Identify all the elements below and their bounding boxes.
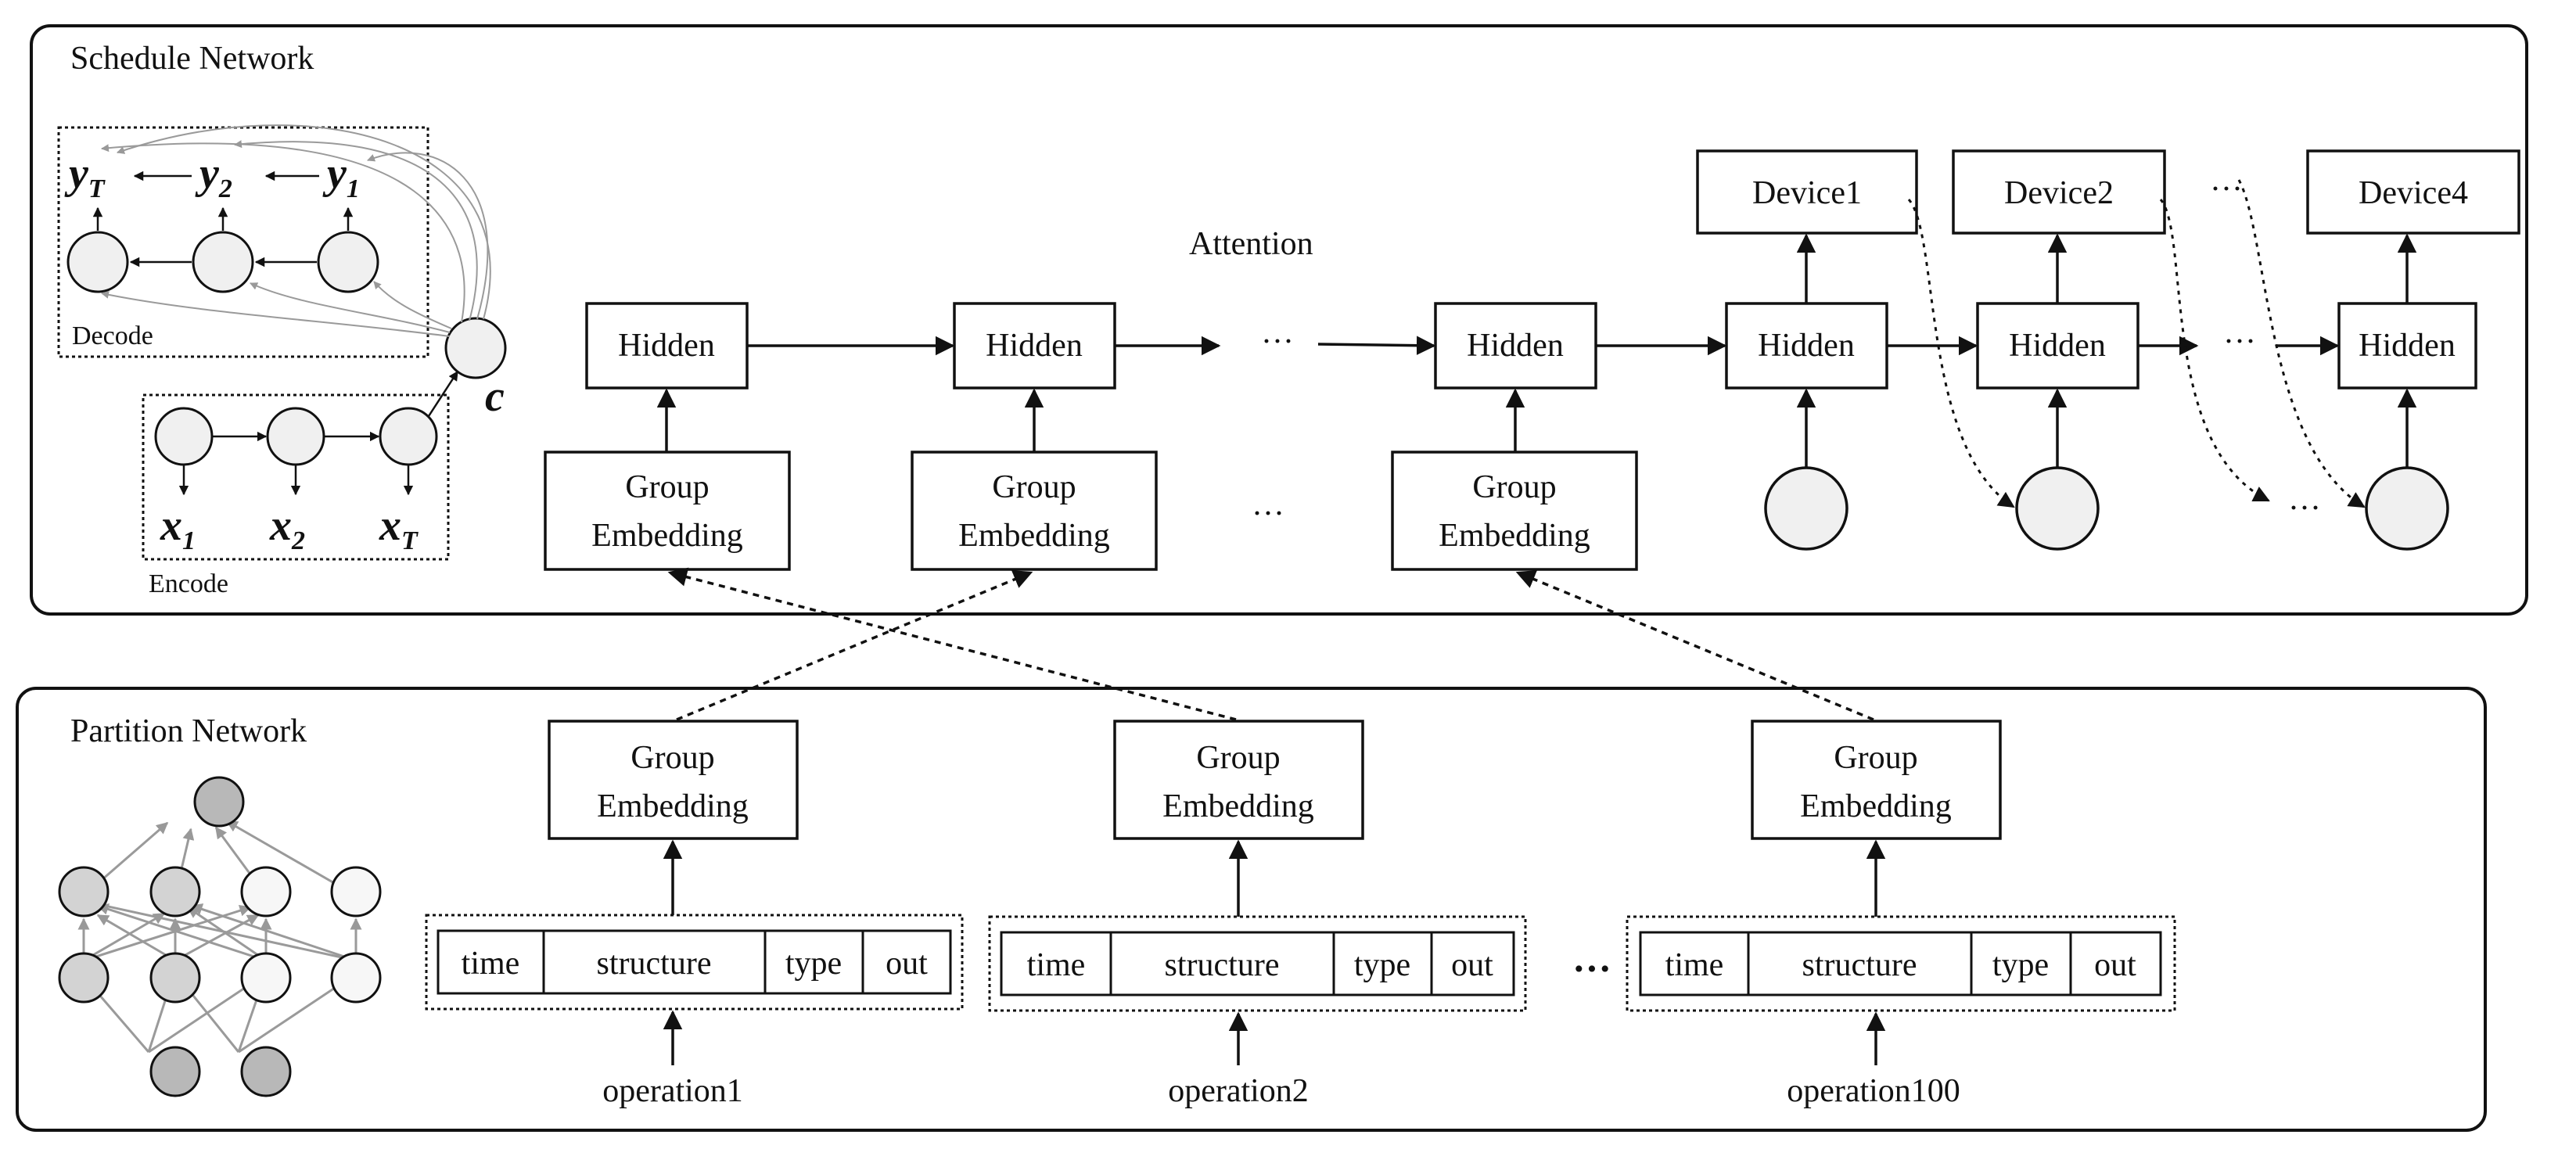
svg-text:out: out: [886, 946, 928, 982]
device-ellipsis: ···: [2210, 171, 2243, 207]
svg-text:structure: structure: [597, 946, 712, 982]
svg-text:Device4: Device4: [2359, 175, 2468, 211]
attention-label: Attention: [1189, 226, 1313, 262]
svg-text:out: out: [2094, 947, 2136, 983]
svg-text:time: time: [462, 946, 520, 982]
operation-label-1: operation1: [602, 1073, 743, 1109]
encode-node-2: [266, 407, 325, 466]
context-attention-links: [101, 124, 491, 337]
hidden-ellipsis: ···: [1261, 324, 1294, 360]
partition-to-schedule-links: [667, 567, 1874, 721]
feature-row-2: time structure type out: [988, 915, 1527, 1012]
svg-text:structure: structure: [1165, 947, 1280, 983]
x-label-1: x1: [160, 501, 196, 555]
svg-text:type: type: [785, 946, 842, 982]
schedule-network-panel: Schedule Network Decode yT y2 y1 c: [30, 24, 2528, 616]
y-label-1: y1: [322, 149, 360, 203]
svg-text:Device1: Device1: [1752, 175, 1862, 211]
schedule-group-embedding-1: Group Embedding: [544, 451, 791, 571]
hidden-box-1: Hidden: [585, 302, 749, 390]
partition-graph-icon: [58, 776, 382, 1097]
svg-text:type: type: [1354, 947, 1410, 983]
svg-text:Hidden: Hidden: [1467, 328, 1564, 364]
schedule-group-embedding-2: Group Embedding: [911, 451, 1158, 571]
partition-group-embedding-1: Group Embedding: [548, 720, 799, 840]
operation-label-2: operation2: [1168, 1073, 1309, 1109]
hidden-box-5: Hidden: [1976, 302, 2139, 390]
context-label: c: [485, 372, 505, 421]
hidden-to-device-arrows: [1796, 233, 2417, 303]
operation-input-arrows: [663, 1010, 1886, 1065]
device-input-node-2: [2015, 466, 2100, 551]
svg-text:Group: Group: [631, 740, 714, 776]
svg-text:Embedding: Embedding: [591, 518, 743, 554]
embedding-ellipsis: ···: [1252, 496, 1284, 532]
svg-text:time: time: [1665, 947, 1724, 983]
decode-block: Decode yT y2 y1: [57, 126, 429, 358]
feature-row-1: time structure type out: [425, 914, 964, 1011]
encode-node-1: [154, 407, 214, 466]
partition-group-embedding-2: Group Embedding: [1113, 720, 1364, 840]
decode-label: Decode: [72, 321, 153, 350]
device-box-2: Device2: [1952, 149, 2166, 235]
schedule-group-embedding-3: Group Embedding: [1391, 451, 1638, 571]
device-input-arrows: [1796, 388, 2417, 468]
device-box-4: Device4: [2306, 149, 2520, 235]
svg-text:type: type: [1992, 947, 2049, 983]
operation-label-100: operation100: [1787, 1073, 1960, 1109]
device-box-1: Device1: [1696, 149, 1918, 235]
svg-text:out: out: [1451, 947, 1493, 983]
y-label-2: y2: [195, 149, 232, 203]
schedule-network-title: Schedule Network: [70, 41, 314, 77]
context-node: [444, 317, 507, 379]
device-input-node-3: [2365, 466, 2449, 551]
svg-text:Embedding: Embedding: [958, 518, 1110, 554]
svg-text:Embedding: Embedding: [1439, 518, 1590, 554]
decode-node-1: [66, 231, 129, 293]
svg-text:structure: structure: [1802, 947, 1917, 983]
y-label-T: yT: [64, 149, 106, 203]
svg-text:Hidden: Hidden: [1758, 328, 1855, 364]
hidden-box-4: Hidden: [1725, 302, 1888, 390]
svg-text:Hidden: Hidden: [986, 328, 1083, 364]
hidden-box-6: Hidden: [2337, 302, 2477, 390]
svg-text:Hidden: Hidden: [2009, 328, 2106, 364]
feature-to-embedding-arrows: [663, 839, 1886, 917]
hidden-chain-arrows: [747, 336, 2340, 356]
encode-node-3: [379, 407, 438, 466]
svg-text:time: time: [1027, 947, 1086, 983]
partition-network-panel: Partition Network: [16, 687, 2487, 1132]
encode-block: x1 x2 xT: [142, 370, 459, 561]
hidden-ellipsis-2: ···: [2223, 324, 2256, 360]
hidden-box-3: Hidden: [1434, 302, 1597, 390]
device-feedback-links: [1907, 179, 2366, 508]
svg-text:Group: Group: [1196, 740, 1280, 776]
encode-label: Encode: [149, 569, 228, 598]
feature-row-3: time structure type out: [1626, 915, 2176, 1012]
x-label-2: x2: [269, 501, 305, 555]
feature-ellipsis: ···: [1572, 946, 1611, 990]
embedding-to-hidden-arrows: [656, 388, 1525, 452]
svg-text:Embedding: Embedding: [597, 788, 749, 824]
svg-text:Device2: Device2: [2004, 175, 2114, 211]
svg-text:Group: Group: [625, 469, 709, 505]
svg-text:Group: Group: [1834, 740, 1917, 776]
device-input-node-1: [1764, 466, 1848, 551]
hidden-box-2: Hidden: [953, 302, 1116, 390]
svg-text:Embedding: Embedding: [1800, 788, 1952, 824]
device-input-ellipsis: ···: [2288, 490, 2321, 526]
partition-network-title: Partition Network: [70, 713, 307, 749]
svg-text:Hidden: Hidden: [618, 328, 715, 364]
partition-group-embedding-3: Group Embedding: [1751, 720, 2002, 840]
decode-node-3: [317, 231, 379, 293]
svg-text:Hidden: Hidden: [2359, 328, 2456, 364]
svg-text:Group: Group: [1472, 469, 1556, 505]
svg-text:Embedding: Embedding: [1162, 788, 1314, 824]
decode-node-2: [192, 231, 254, 293]
svg-text:Group: Group: [992, 469, 1076, 505]
x-label-T: xT: [379, 501, 419, 555]
